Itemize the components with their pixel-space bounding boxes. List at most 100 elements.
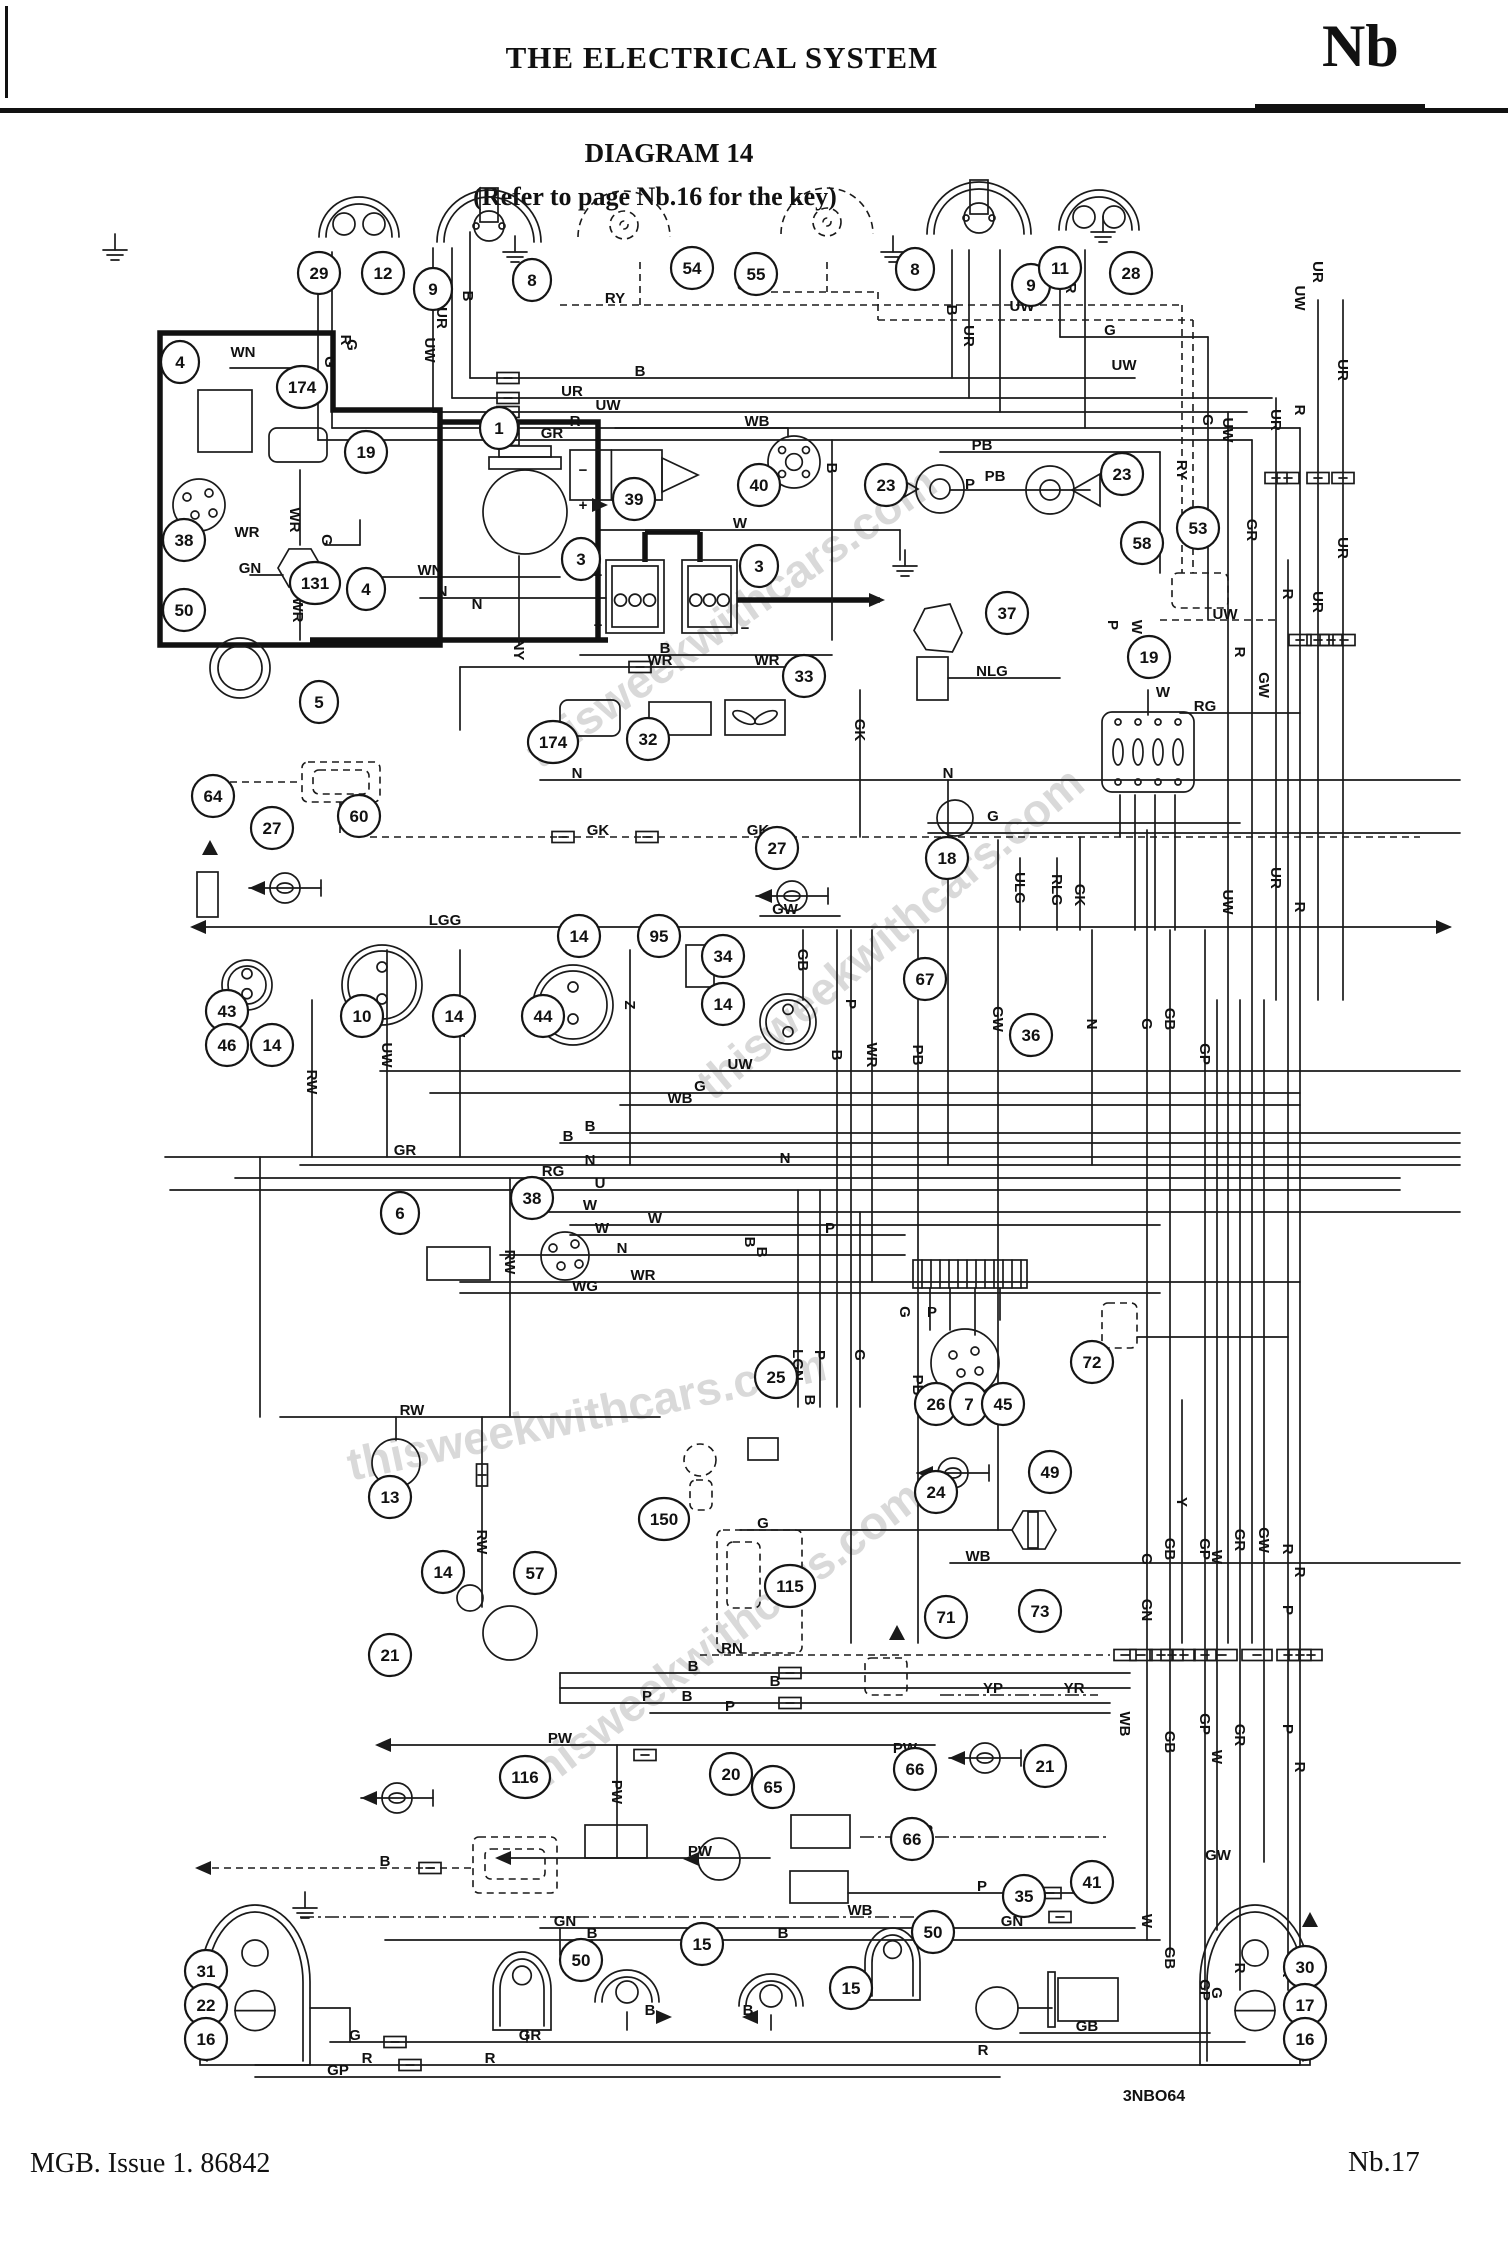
- svg-text:6: 6: [395, 1204, 404, 1223]
- svg-text:14: 14: [570, 927, 589, 946]
- svg-text:Y: Y: [1173, 1497, 1190, 1507]
- svg-text:Z: Z: [621, 1000, 638, 1009]
- svg-text:UR: UR: [561, 383, 583, 400]
- svg-text:64: 64: [204, 787, 223, 806]
- svg-text:11: 11: [1051, 259, 1069, 278]
- svg-text:UR: UR: [1267, 867, 1284, 889]
- svg-text:40: 40: [750, 476, 769, 495]
- svg-text:RW: RW: [303, 1070, 320, 1096]
- svg-text:PW: PW: [688, 1843, 713, 1860]
- svg-text:GB: GB: [794, 949, 811, 972]
- svg-text:R: R: [485, 2050, 496, 2067]
- svg-text:B: B: [828, 1050, 845, 1061]
- svg-text:35: 35: [1015, 1887, 1034, 1906]
- svg-text:14: 14: [434, 1563, 453, 1582]
- svg-text:RW: RW: [400, 1402, 426, 1419]
- svg-text:34: 34: [714, 947, 733, 966]
- svg-text:GR: GR: [519, 2027, 542, 2044]
- svg-text:P: P: [811, 1350, 828, 1360]
- svg-text:GB: GB: [1161, 1947, 1178, 1970]
- svg-text:WB: WB: [745, 413, 770, 430]
- svg-text:67: 67: [916, 970, 935, 989]
- svg-text:B: B: [943, 305, 960, 316]
- svg-text:B: B: [587, 1925, 598, 1942]
- svg-text:14: 14: [445, 1007, 464, 1026]
- svg-text:57: 57: [526, 1564, 545, 1583]
- svg-text:UR: UR: [433, 307, 450, 329]
- svg-text:WB: WB: [668, 1090, 693, 1107]
- svg-text:UR: UR: [1309, 261, 1326, 283]
- svg-text:44: 44: [534, 1007, 553, 1026]
- svg-text:B: B: [823, 463, 840, 474]
- svg-text:27: 27: [768, 839, 787, 858]
- svg-text:4: 4: [175, 353, 185, 372]
- section-code: Nb: [1322, 13, 1399, 79]
- svg-text:17: 17: [1296, 1996, 1315, 2015]
- svg-text:R: R: [1279, 589, 1296, 600]
- svg-text:9: 9: [1026, 276, 1035, 295]
- svg-text:43: 43: [218, 1002, 237, 1021]
- svg-text:12: 12: [374, 264, 393, 283]
- svg-text:39: 39: [625, 490, 644, 509]
- svg-text:ULG: ULG: [1011, 872, 1028, 904]
- svg-text:GB: GB: [1076, 2018, 1099, 2035]
- svg-text:WB: WB: [966, 1548, 991, 1565]
- svg-text:115: 115: [776, 1577, 803, 1596]
- svg-text:W: W: [733, 515, 748, 532]
- svg-text:UR: UR: [1334, 537, 1351, 559]
- svg-text:WB: WB: [848, 1902, 873, 1919]
- svg-text:R: R: [1291, 1567, 1308, 1578]
- svg-text:9: 9: [428, 280, 437, 299]
- svg-text:RN: RN: [721, 1640, 743, 1657]
- svg-text:UW: UW: [596, 397, 622, 414]
- svg-text:GW: GW: [1255, 672, 1272, 699]
- svg-text:W: W: [583, 1197, 598, 1214]
- svg-text:GN: GN: [554, 1913, 577, 1930]
- svg-text:GW: GW: [772, 901, 799, 918]
- svg-text:GP: GP: [1196, 1979, 1213, 2001]
- svg-text:G: G: [987, 808, 999, 825]
- svg-text:RG: RG: [542, 1163, 565, 1180]
- page-edge-mark: [5, 6, 8, 98]
- svg-text:3: 3: [754, 557, 763, 576]
- svg-text:26: 26: [927, 1395, 946, 1414]
- svg-text:RY: RY: [605, 290, 625, 307]
- svg-text:P: P: [1279, 1605, 1296, 1615]
- svg-text:P: P: [725, 1698, 735, 1715]
- svg-text:+: +: [594, 617, 603, 634]
- svg-text:71: 71: [937, 1608, 956, 1627]
- svg-text:13: 13: [381, 1488, 400, 1507]
- svg-text:50: 50: [572, 1951, 591, 1970]
- svg-text:50: 50: [175, 601, 194, 620]
- svg-text:WN: WN: [231, 344, 256, 361]
- svg-text:W: W: [1156, 684, 1171, 701]
- svg-text:55: 55: [747, 265, 766, 284]
- svg-text:−: −: [594, 567, 603, 584]
- svg-text:R: R: [1291, 405, 1308, 416]
- svg-text:UR: UR: [1334, 359, 1351, 381]
- svg-text:YP: YP: [983, 1680, 1003, 1697]
- svg-text:GP: GP: [1196, 1713, 1213, 1735]
- svg-text:54: 54: [683, 259, 702, 278]
- svg-text:UW: UW: [378, 1043, 395, 1069]
- svg-text:174: 174: [539, 733, 568, 752]
- svg-text:W: W: [1208, 1550, 1225, 1565]
- svg-text:GN: GN: [239, 560, 262, 577]
- svg-text:UR: UR: [1267, 409, 1284, 431]
- svg-text:G: G: [318, 534, 335, 546]
- svg-text:27: 27: [263, 819, 282, 838]
- svg-text:73: 73: [1031, 1602, 1050, 1621]
- svg-text:16: 16: [197, 2030, 216, 2049]
- svg-text:B: B: [563, 1128, 574, 1145]
- svg-text:G: G: [694, 1078, 706, 1095]
- svg-text:W: W: [1208, 1750, 1225, 1765]
- svg-text:30: 30: [1296, 1958, 1315, 1977]
- svg-text:46: 46: [218, 1036, 237, 1055]
- svg-text:UW: UW: [728, 1056, 754, 1073]
- section-code-underline: [1255, 104, 1425, 108]
- svg-text:32: 32: [639, 730, 658, 749]
- svg-text:UW: UW: [1112, 357, 1138, 374]
- footer-page-number: Nb.17: [1348, 2146, 1420, 2178]
- svg-text:G: G: [343, 339, 360, 351]
